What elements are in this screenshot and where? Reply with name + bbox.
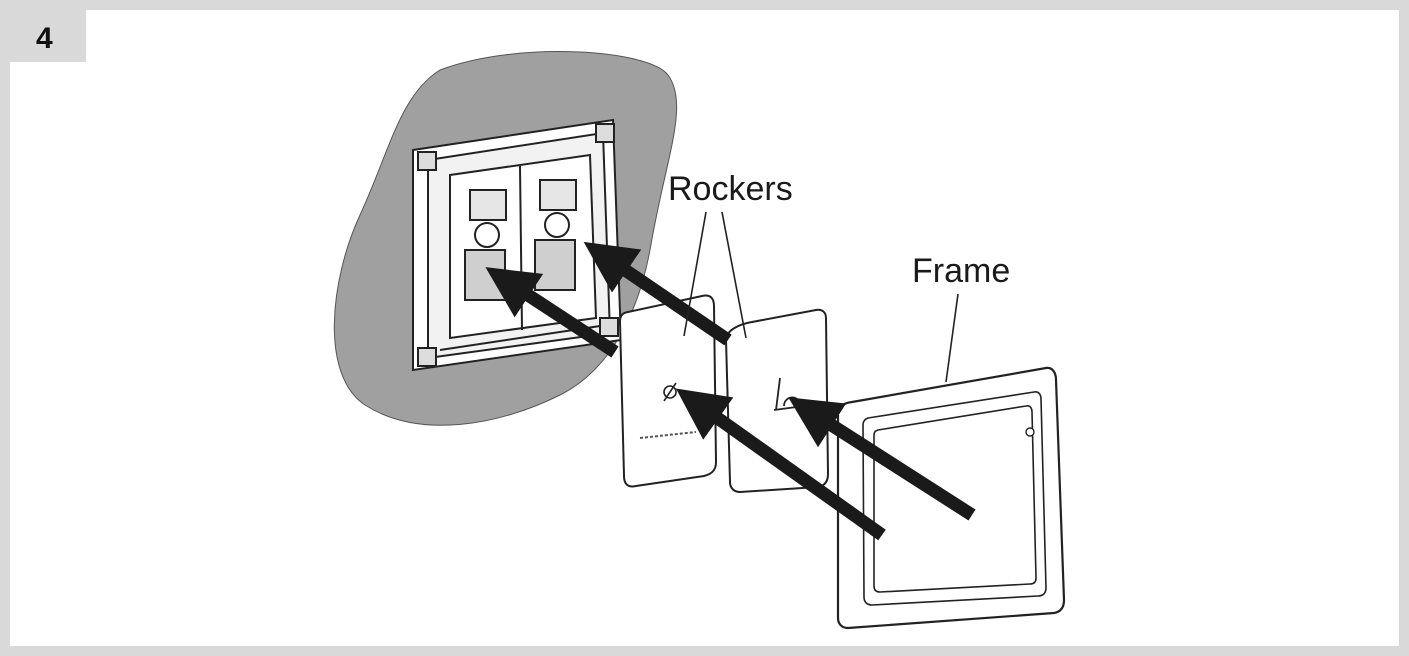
arrow-frame-to-rocker-left xyxy=(675,388,886,541)
leader-frame xyxy=(945,293,959,383)
leader-rockers-left xyxy=(683,211,707,337)
leader-lines xyxy=(683,211,959,383)
arrow-rocker-right-to-insert xyxy=(583,241,732,346)
assembly-arrows xyxy=(485,241,976,541)
leader-rockers-right xyxy=(721,211,747,339)
step-badge: 4 xyxy=(10,10,86,62)
arrow-rocker-left-to-insert xyxy=(485,267,619,358)
rockers-label: Rockers xyxy=(668,170,793,208)
step-number: 4 xyxy=(36,22,53,55)
frame-label: Frame xyxy=(912,252,1010,290)
arrow-frame-to-rocker-right xyxy=(788,397,976,521)
